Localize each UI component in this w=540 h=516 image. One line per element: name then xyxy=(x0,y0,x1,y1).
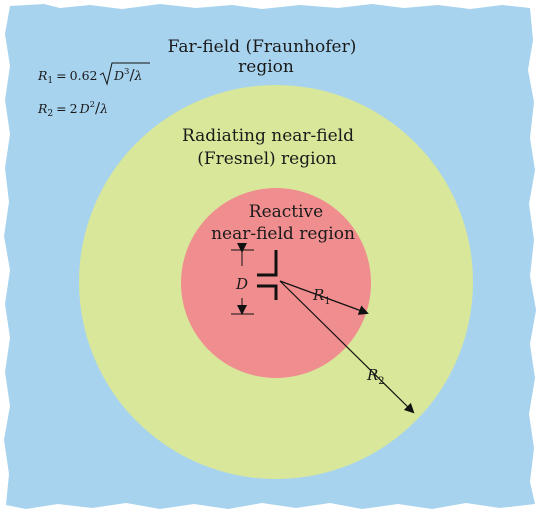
formula-r1: R1= 0.62 D3/λ xyxy=(37,62,150,86)
svg-text:R2=2D2/λ: R2=2D2/λ xyxy=(37,99,108,119)
aperture-dimension xyxy=(231,243,254,315)
radius-r1-subscript: 1 xyxy=(324,296,330,307)
radius-r2-symbol: R xyxy=(366,366,378,384)
formula-r1-numerator-base: D xyxy=(113,68,124,83)
formula-r1-subscript: 1 xyxy=(47,76,53,86)
formula-r2-symbol: R xyxy=(37,101,47,116)
formula-r1-denominator: λ xyxy=(134,68,143,83)
formula-r2-equals: = xyxy=(56,101,66,116)
svg-text:D3/λ: D3/λ xyxy=(113,66,142,84)
formula-r1-slash: / xyxy=(129,66,135,84)
radius-r1-symbol: R xyxy=(312,286,324,304)
formula-r2-coefficient: 2 xyxy=(70,101,78,116)
aperture-label: D xyxy=(235,275,248,293)
radius-r2-label: R2 xyxy=(366,366,385,387)
formula-r2-numerator-exponent: 2 xyxy=(90,100,95,110)
reactive-near-field-label-line2: near-field region xyxy=(211,224,355,244)
radius-r1-arrow xyxy=(279,280,369,315)
dipole-antenna-icon xyxy=(257,250,278,300)
formula-r2-denominator: λ xyxy=(99,101,108,116)
far-field-label-line2: region xyxy=(238,57,294,77)
far-field-label-line1: Far-field (Fraunhofer) xyxy=(168,37,357,57)
formula-r1-symbol: R xyxy=(37,68,47,83)
square-root-icon xyxy=(99,62,150,86)
reactive-near-field-region xyxy=(181,188,371,378)
radius-r2-arrow xyxy=(279,280,415,414)
formula-r1-equals: = xyxy=(56,68,66,83)
svg-text:R1=0.62: R1= 0.62 xyxy=(37,68,97,86)
radius-r1-label: R1 xyxy=(312,286,331,307)
radius-r2-subscript: 2 xyxy=(378,376,384,387)
reactive-near-field-label-line1: Reactive xyxy=(249,202,323,222)
radiating-near-field-label-line1: Radiating near-field xyxy=(182,126,354,146)
formula-r2-slash: / xyxy=(95,99,101,117)
formula-r1-numerator-exponent: 3 xyxy=(124,67,129,77)
formula-r2-subscript: 2 xyxy=(47,109,53,119)
formula-r1-coefficient: 0.62 xyxy=(70,68,98,83)
radiating-near-field-label-line2: (Fresnel) region xyxy=(197,149,337,169)
formula-r2-numerator-base: D xyxy=(79,101,90,116)
